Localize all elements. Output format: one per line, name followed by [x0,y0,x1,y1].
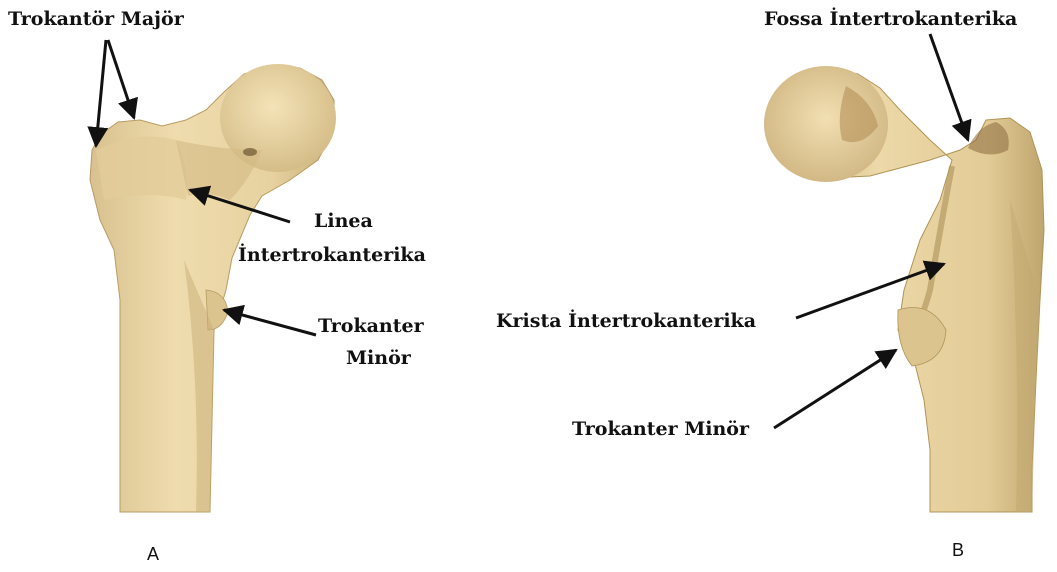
label-trokanter-minor-a-line1: Trokanter [318,315,424,339]
femur-b-fossa [968,122,1009,155]
arrow-trokantor-major-2 [108,40,134,118]
label-trokanter-minor-b: Trokanter Minör [572,418,749,442]
femur-a-trochanter-shade [96,137,187,200]
arrow-trokanter-minor-a [224,310,316,335]
label-trokanter-minor-a-line2: Minör [346,347,411,371]
femur-b [764,66,1044,512]
femur-a [90,64,336,512]
label-trokantor-major: Trokantör Majör [8,8,184,32]
label-krista: Krista İntertrokanterika [496,310,756,334]
label-linea-line1: Linea [314,210,373,234]
label-fossa: Fossa İntertrokanterika [764,8,1017,32]
femur-a-pit [243,148,257,156]
panel-letter-a: A [147,544,159,565]
arrow-fossa [930,34,968,140]
arrow-trokantor-major-1 [96,40,106,146]
label-linea-line2: İntertrokanterika [238,244,426,268]
panel-letter-b: B [952,540,964,561]
arrow-trokanter-minor-b [774,350,896,428]
